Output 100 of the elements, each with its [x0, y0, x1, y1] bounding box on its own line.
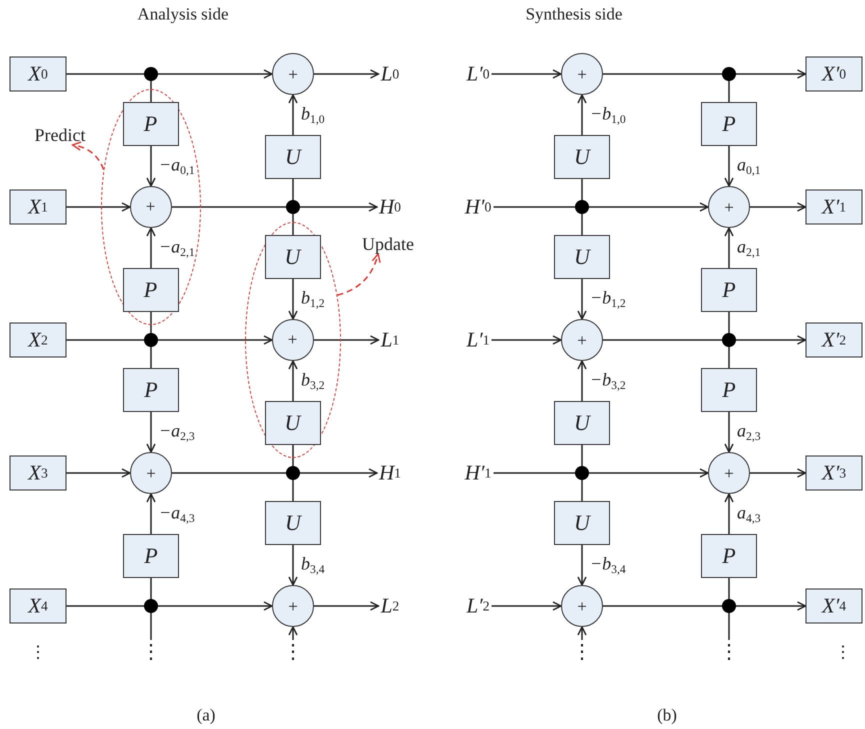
junction-dot [722, 67, 736, 81]
connector-line [292, 179, 294, 201]
edge-label: a$_{2,1}$ [737, 237, 761, 259]
arrow [577, 545, 587, 586]
filter-box: U [265, 501, 321, 545]
connector-line [150, 578, 152, 600]
vertical-ellipsis: ⋮ [719, 640, 739, 664]
arrow [146, 146, 156, 187]
arrow [299, 202, 378, 212]
filter-box: U [554, 235, 610, 279]
adder-circle: + [708, 452, 750, 494]
edge-label: b$_{3,2}$ [301, 370, 325, 392]
arrow [146, 227, 156, 268]
arrow [314, 601, 380, 611]
connector-line [603, 339, 723, 341]
connector-line [603, 605, 723, 607]
arrow [577, 360, 587, 401]
vertical-ellipsis: ⋮ [834, 644, 852, 660]
connector-line [66, 605, 145, 607]
connector-line [728, 612, 730, 640]
connector-line [172, 472, 287, 474]
edge-label: b$_{3,4}$ [301, 554, 325, 576]
arrow [750, 468, 806, 478]
connector-line [150, 80, 152, 102]
filter-box: P [701, 368, 757, 412]
panel-caption: (a) [196, 706, 216, 724]
adder-circle: + [708, 186, 750, 228]
connector-line [172, 206, 287, 208]
arrow [314, 69, 380, 79]
filter-box: U [554, 135, 610, 179]
connector-line [494, 472, 576, 474]
arrow [337, 253, 380, 296]
filter-box: P [122, 102, 178, 146]
edge-label: −b$_{3,2}$ [590, 370, 626, 392]
annotation-label: Update [360, 234, 416, 254]
filter-box: U [554, 501, 610, 545]
arrow [724, 493, 734, 534]
vertical-ellipsis: ⋮ [141, 640, 161, 664]
edge-label: b$_{1,2}$ [301, 288, 325, 310]
arrow [724, 227, 734, 268]
arrow [288, 94, 298, 135]
arrow [146, 412, 156, 453]
connector-line [581, 445, 583, 467]
arrow [72, 142, 104, 170]
arrow [492, 601, 562, 611]
arrow [735, 69, 806, 79]
edge-label: −a$_{4,3}$ [159, 503, 195, 525]
connector-line [494, 206, 576, 208]
connector-line [581, 179, 583, 201]
arrow [735, 335, 806, 345]
arrow [724, 146, 734, 187]
connector-line [581, 479, 583, 501]
arrow [577, 626, 587, 640]
edge-label: −a$_{0,1}$ [159, 155, 195, 177]
filter-box: P [123, 368, 179, 412]
arrow [299, 468, 378, 478]
edge-label: −b$_{1,0}$ [590, 104, 626, 126]
arrow [157, 601, 273, 611]
junction-dot [286, 466, 300, 480]
arrow [314, 335, 380, 345]
edge-label: a$_{2,3}$ [737, 421, 761, 443]
adder-circle: + [561, 53, 603, 95]
junction-dot [144, 599, 158, 613]
edge-label: b$_{1,0}$ [301, 104, 325, 126]
filter-box: U [264, 400, 320, 444]
connector-line [150, 346, 152, 368]
arrow [492, 335, 562, 345]
vertical-ellipsis: ⋮ [572, 640, 592, 664]
arrow [750, 202, 806, 212]
panel-title: Synthesis side [526, 6, 622, 22]
arrow [492, 69, 562, 79]
filter-box: U [265, 135, 321, 179]
junction-dot [575, 466, 589, 480]
edge-label: −a$_{2,3}$ [159, 421, 195, 443]
connector-line [603, 73, 723, 75]
edge-label: −a$_{2,1}$ [159, 237, 195, 259]
adder-circle: + [130, 452, 172, 494]
arrow [146, 493, 156, 534]
adder-circle: + [130, 186, 172, 228]
arrow [157, 69, 273, 79]
adder-circle: + [561, 585, 603, 627]
connector-line [150, 312, 152, 334]
junction-dot [722, 333, 736, 347]
edge-label: −b$_{1,2}$ [590, 288, 626, 310]
connector-line [728, 578, 730, 600]
filter-box: P [701, 268, 757, 312]
connector-line [728, 80, 730, 102]
filter-box: P [701, 102, 757, 146]
arrow [588, 202, 709, 212]
annotation-label: Predict [32, 125, 88, 145]
edge-label: a$_{0,1}$ [737, 155, 761, 177]
connector-line [150, 612, 152, 640]
arrow [735, 601, 806, 611]
connector-line [292, 213, 294, 235]
dashed-ellipse [245, 222, 341, 458]
filter-box: U [264, 234, 320, 278]
arrow [157, 335, 273, 345]
vertical-ellipsis: ⋮ [30, 644, 46, 660]
connector-line [728, 312, 730, 334]
connector-line [292, 445, 294, 467]
